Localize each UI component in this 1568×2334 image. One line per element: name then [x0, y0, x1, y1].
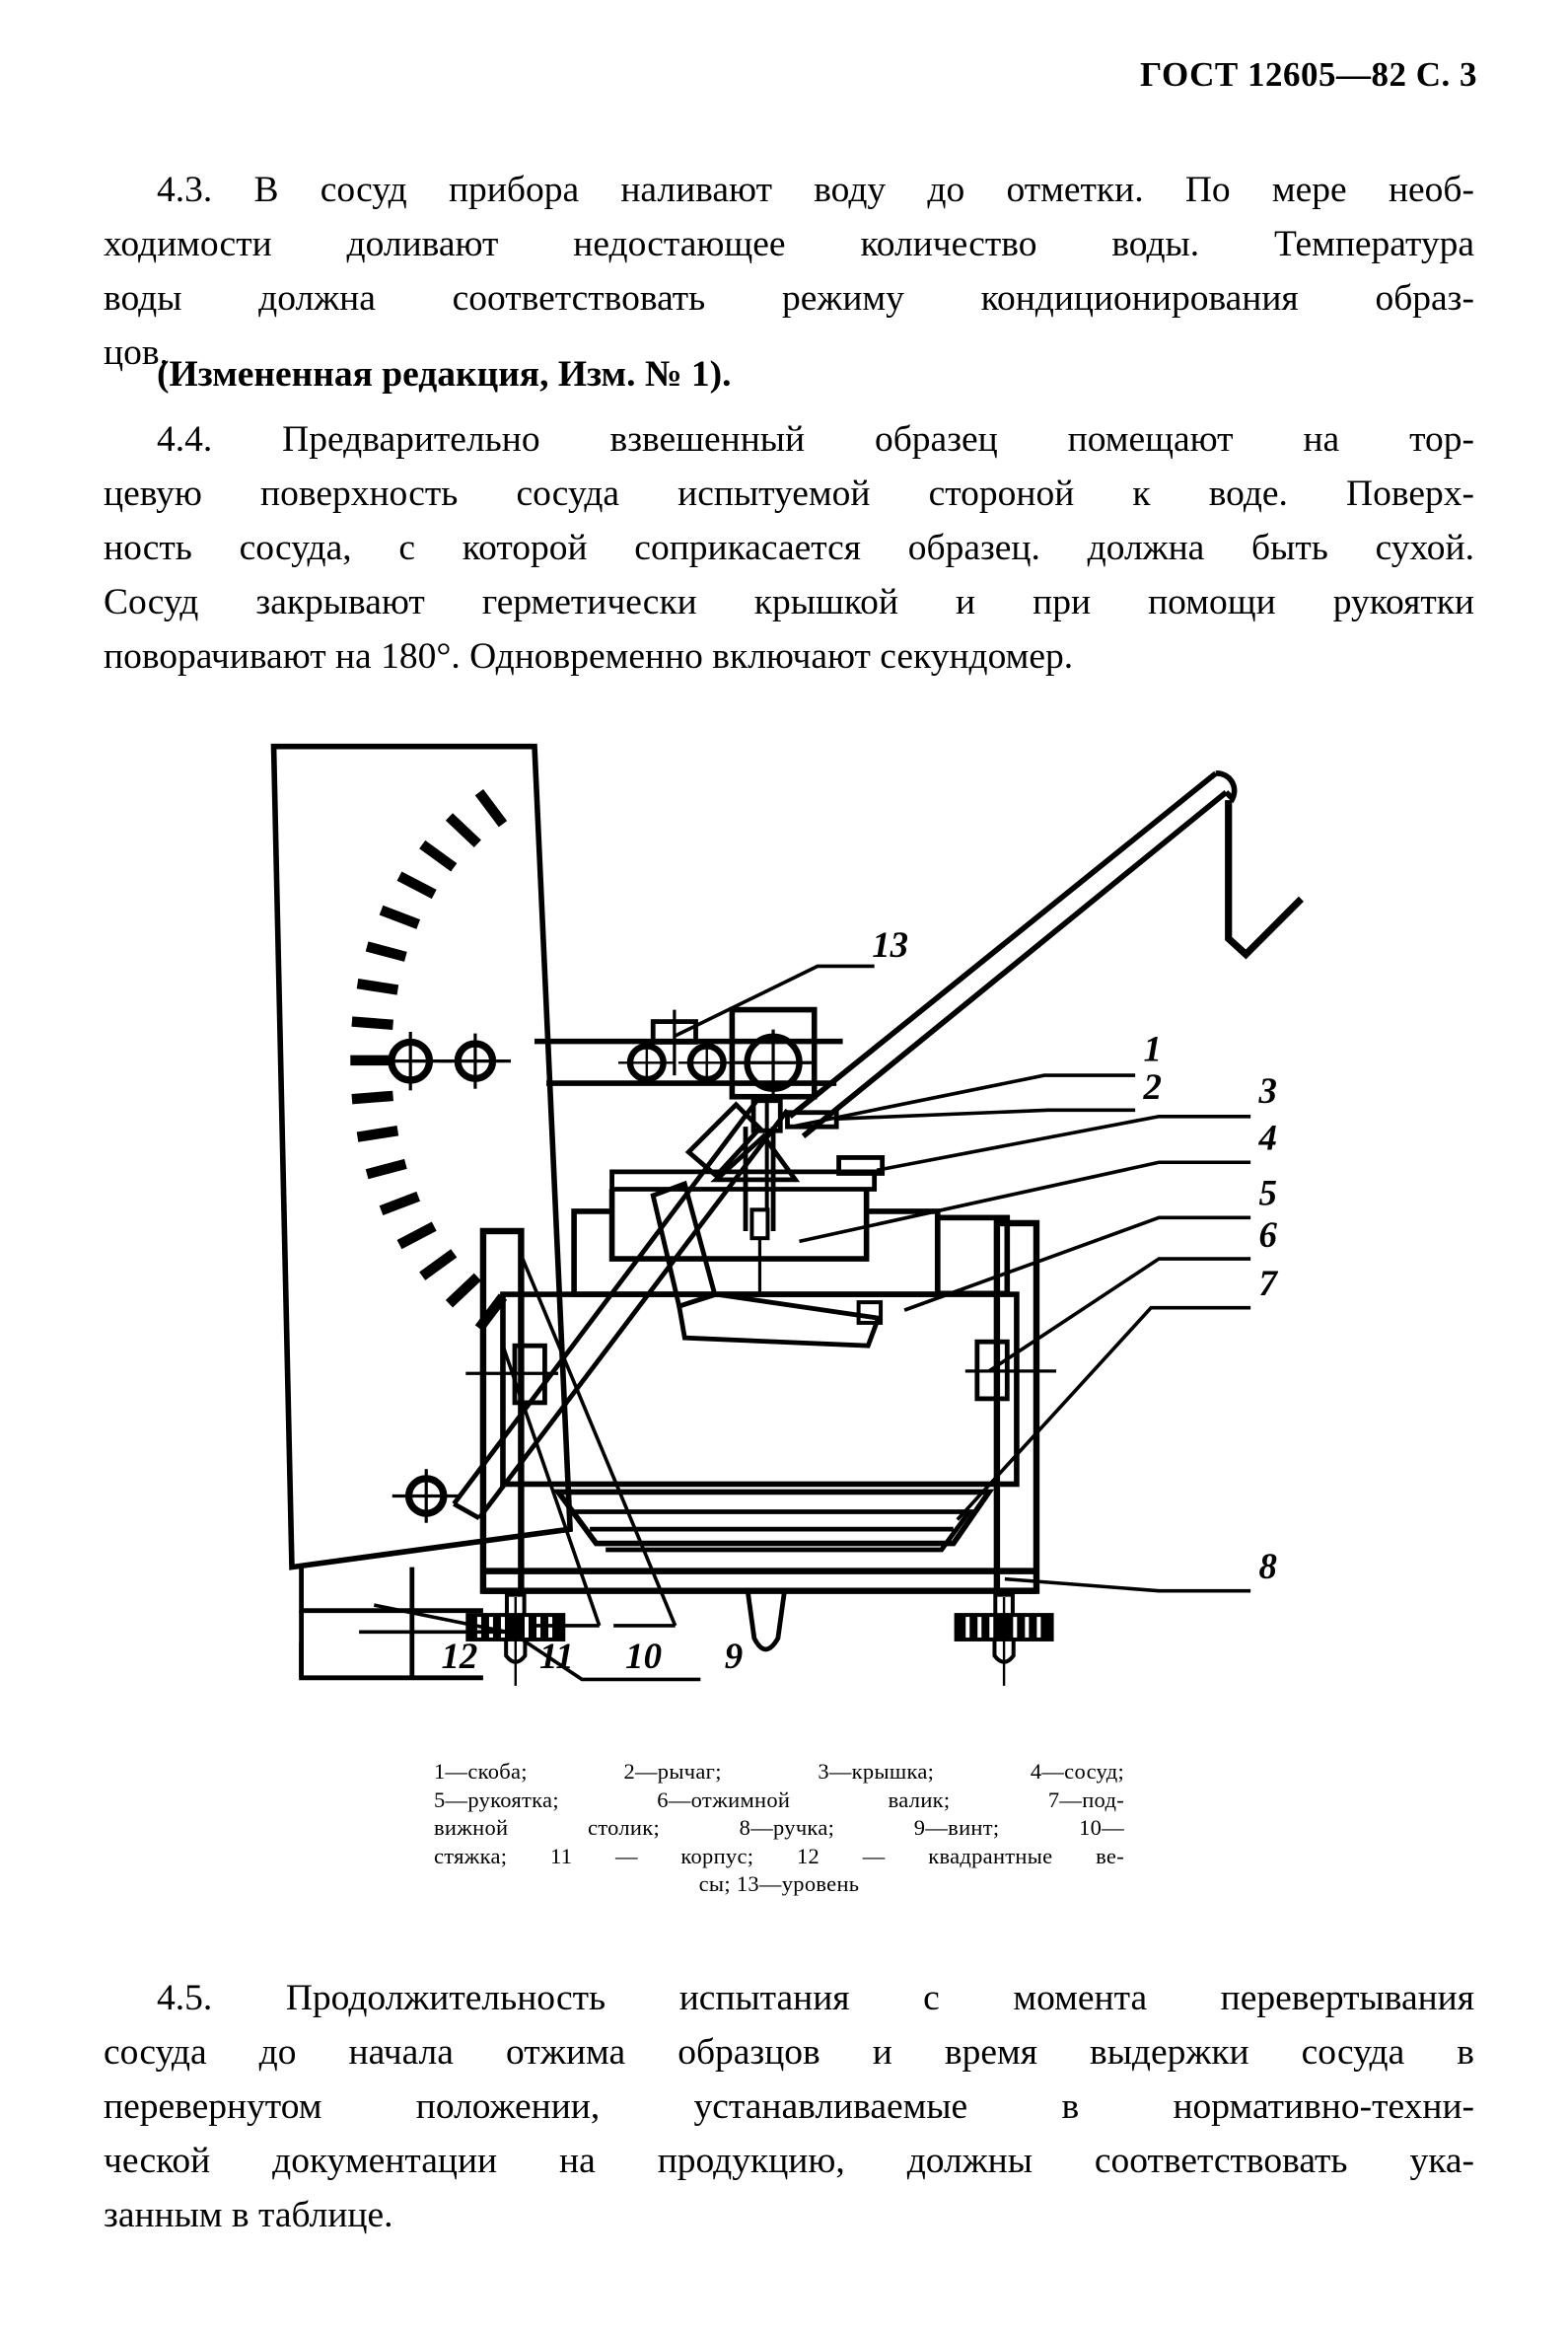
paragraph-line: ходимости доливают недостающее количеств… — [104, 224, 1474, 264]
pivot-bolt-left — [368, 1032, 453, 1091]
callout-numbers: 1 2 3 4 5 6 7 8 9 10 11 12 13 — [441, 924, 1278, 1676]
paragraph-line: Сосуд закрывают герметически крышкой и п… — [104, 582, 1474, 622]
beam-roller-left — [617, 1040, 676, 1086]
screw-foot-right — [954, 1592, 1054, 1686]
handle-lever-arm — [788, 770, 1304, 1138]
bracket-part-1 — [750, 1098, 783, 1211]
callout-3: 3 — [1258, 1070, 1277, 1111]
paragraph-line: 4.3. В сосуд прибора наливают воду до от… — [157, 170, 1474, 210]
caption-line: стяжка; 11 — корпус; 12 — квадрантные ве… — [434, 1843, 1124, 1868]
caption-line: вижной столик; 8—ручка; 9—винт; 10— — [434, 1815, 1124, 1840]
callout-12: 12 — [441, 1636, 477, 1676]
paragraph-4-5: 4.5. Продолжительность испытания с момен… — [104, 1971, 1474, 2242]
caption-line: сы; 13—уровень — [698, 1871, 860, 1896]
paragraph-line: цов. — [104, 332, 169, 373]
pivot-bolt-lower — [392, 1469, 463, 1523]
paragraph-line: сосуда до начала отжима образцов и время… — [104, 2032, 1474, 2073]
paragraph-line: занным в таблице. — [104, 2195, 393, 2235]
paragraph-line: 4.4. Предварительно взвешенный образец п… — [157, 419, 1474, 460]
paragraph-line: 4.5. Продолжительность испытания с момен… — [157, 1978, 1474, 2018]
callout-11: 11 — [539, 1636, 574, 1676]
changed-edition-note: (Измененная редакция, Изм. № 1). — [104, 347, 1474, 401]
paragraph-line: поворачивают на 180°. Одновременно включ… — [104, 636, 1074, 677]
paragraph-4-4: 4.4. Предварительно взвешенный образец п… — [104, 412, 1474, 684]
callout-1: 1 — [1144, 1029, 1162, 1069]
paragraph-4-3: 4.3. В сосуд прибора наливают воду до от… — [104, 163, 1474, 380]
callout-7: 7 — [1259, 1263, 1279, 1303]
figure-caption: 1—скоба; 2—рычаг; 3—крышка; 4—сосуд; 5—р… — [434, 1758, 1124, 1899]
apparatus-diagram: 1 2 3 4 5 6 7 8 9 10 11 12 13 — [242, 705, 1341, 1781]
quadrant-scale-plate — [270, 743, 574, 1570]
callout-8: 8 — [1259, 1546, 1277, 1586]
callout-13: 13 — [872, 924, 908, 965]
pivot-housing — [729, 1006, 818, 1100]
paragraph-line: воды должна соответствовать режиму конди… — [104, 278, 1474, 319]
callout-5: 5 — [1259, 1173, 1277, 1213]
caption-line: 1—скоба; 2—рычаг; 3—крышка; 4—сосуд; — [434, 1759, 1124, 1784]
lever-part-2 — [785, 1110, 839, 1130]
scale-plate-link — [299, 1567, 483, 1681]
callout-6: 6 — [1259, 1214, 1278, 1255]
pivot-bolt-right — [439, 1033, 511, 1089]
callout-4: 4 — [1258, 1117, 1277, 1157]
handle-part-8 — [746, 1591, 787, 1652]
callout-2: 2 — [1143, 1066, 1162, 1107]
movable-table-part-7 — [500, 1291, 1020, 1553]
changed-edition-text: (Измененная редакция, Изм. № 1). — [157, 354, 732, 395]
paragraph-line: ческой документации на продукцию, должны… — [104, 2141, 1474, 2181]
paragraph-line: цевую поверхность сосуда испытуемой стор… — [104, 474, 1474, 514]
callout-10: 10 — [625, 1636, 662, 1676]
callout-9: 9 — [725, 1636, 743, 1676]
paragraph-line: перевернутом положении, устанавливаемые … — [104, 2086, 1474, 2127]
beam-roller-right — [677, 1040, 736, 1086]
lid-part-3 — [609, 1127, 886, 1295]
caption-line: 5—рукоятка; 6—отжимной валик; 7—под- — [434, 1787, 1124, 1812]
vessel-part-4 — [571, 1189, 1011, 1297]
leader-lines — [359, 964, 1251, 1682]
paragraph-line: ность сосуда, с которой соприкасается об… — [104, 528, 1474, 568]
page-header: ГОСТ 12605—82 С. 3 — [1140, 55, 1477, 94]
